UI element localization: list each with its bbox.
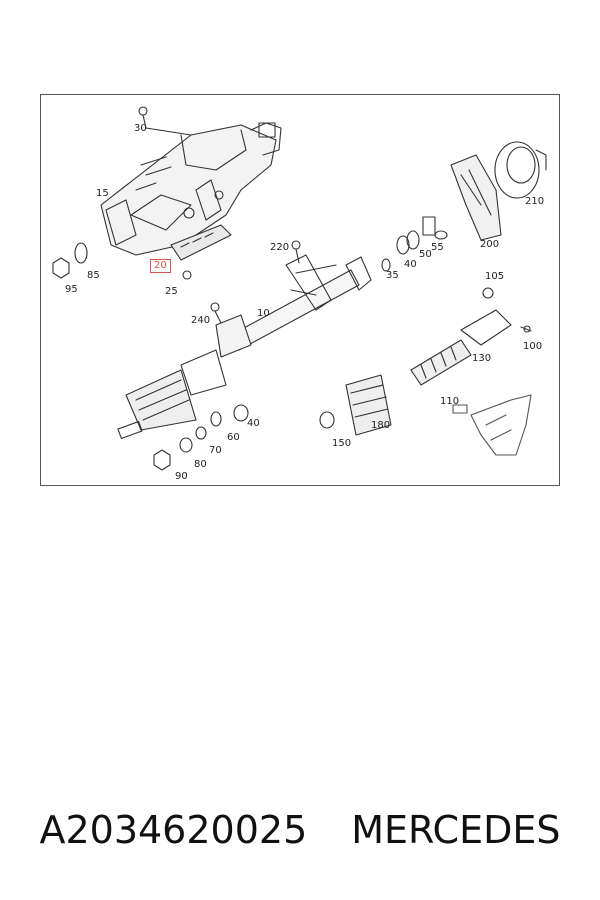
callout-25: 25 — [165, 286, 178, 297]
product-caption: A2034620025 MERCEDES — [0, 808, 600, 858]
ring-85-shape — [74, 242, 88, 264]
callout-150: 150 — [332, 438, 352, 449]
callout-110: 110 — [440, 396, 460, 407]
parts-diagram: 30 15 85 95 20 25 220 240 10 35 40 50 55… — [40, 94, 560, 486]
callout-60: 60 — [227, 432, 240, 443]
callout-210: 210 — [525, 196, 545, 207]
callout-30: 30 — [134, 123, 147, 134]
callout-55: 55 — [431, 242, 444, 253]
callout-85: 85 — [87, 270, 100, 281]
callout-95: 95 — [65, 284, 78, 295]
callout-40-lower: 40 — [247, 418, 260, 429]
callout-35: 35 — [386, 270, 399, 281]
callout-105: 105 — [485, 271, 505, 282]
steering-column-drawing — [52, 106, 547, 471]
callout-90: 90 — [175, 471, 188, 482]
callout-180: 180 — [371, 420, 391, 431]
callout-200: 200 — [480, 239, 500, 250]
bushings-shape — [381, 216, 448, 272]
rack-bellow-shape — [410, 287, 532, 386]
part-number: A2034620025 — [39, 808, 308, 852]
callout-100: 100 — [523, 341, 543, 352]
callout-20-highlighted: 20 — [150, 259, 171, 273]
nut-95-shape — [52, 257, 70, 279]
lower-joint-shape — [117, 314, 252, 440]
adjuster-plate-shape — [170, 224, 232, 280]
callout-220: 220 — [270, 242, 290, 253]
callout-240: 240 — [191, 315, 211, 326]
callout-70: 70 — [209, 445, 222, 456]
bracket-shape — [452, 394, 532, 456]
callout-130: 130 — [472, 353, 492, 364]
brand-name: MERCEDES — [351, 808, 561, 852]
callout-40-upper: 40 — [404, 259, 417, 270]
callout-50: 50 — [419, 249, 432, 260]
callout-15: 15 — [96, 188, 109, 199]
callout-80: 80 — [194, 459, 207, 470]
washers-shape — [153, 404, 249, 471]
column-housing-shape — [100, 106, 282, 256]
cap-shape — [494, 141, 547, 199]
callout-10: 10 — [257, 308, 270, 319]
cover-shape — [450, 154, 502, 241]
boot-180-shape — [319, 374, 392, 436]
